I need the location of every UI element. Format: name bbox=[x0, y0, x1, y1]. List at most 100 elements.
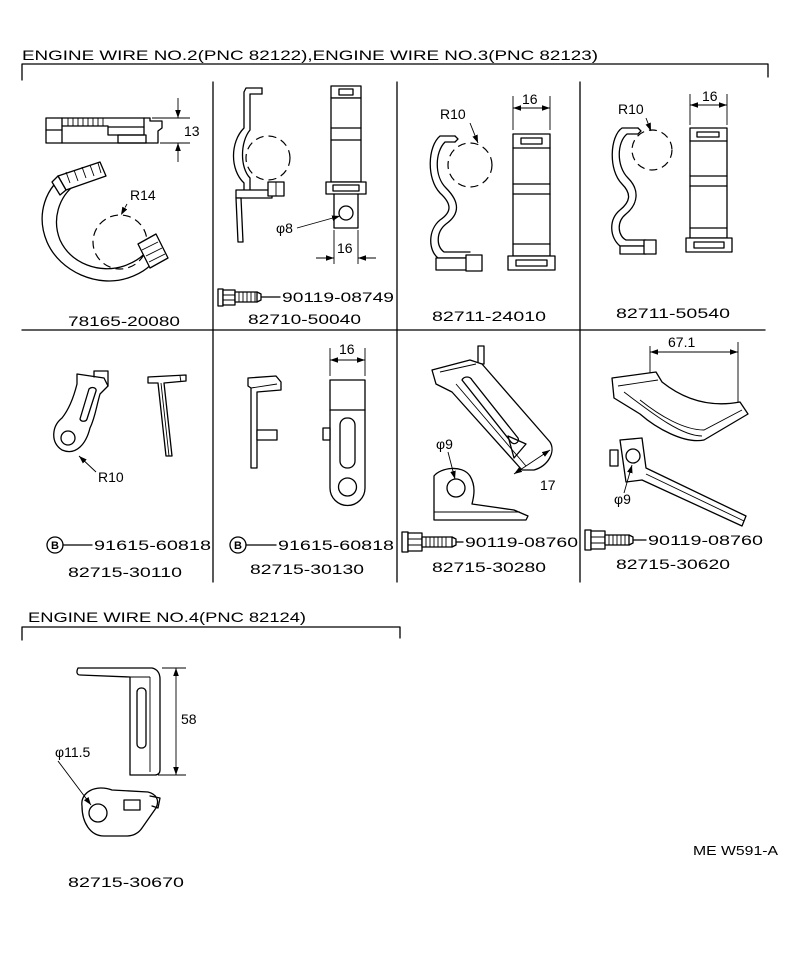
clip-front-lock-inner bbox=[332, 184, 360, 192]
dimension-17: 17 bbox=[513, 449, 556, 493]
dimension-13-extension-lines bbox=[152, 117, 190, 144]
bracket-leg-fold bbox=[645, 473, 745, 522]
dimension-phi8-leader bbox=[296, 215, 341, 229]
bracket-arm bbox=[431, 359, 553, 471]
section-title-engine-wire-4: ENGINE WIRE NO.4(PNC 82124) bbox=[28, 609, 306, 625]
dimension-16-label: 16 bbox=[339, 341, 355, 357]
bracket-front-view bbox=[322, 379, 366, 507]
clip-front-lock bbox=[325, 181, 367, 195]
dimension-phi11-5-label: φ11.5 bbox=[55, 744, 91, 760]
dimension-16: 16 bbox=[512, 91, 551, 130]
bolt-number-label: 90119-08760 bbox=[648, 532, 763, 548]
clip-front-head-slot bbox=[338, 88, 354, 96]
clip-front-lock-inner bbox=[515, 259, 548, 267]
clip-front-view bbox=[685, 127, 733, 253]
clip-base bbox=[235, 189, 273, 199]
bracket-arm-slot bbox=[461, 376, 520, 445]
dimension-r10: R10 bbox=[440, 106, 479, 144]
bracket-side-view bbox=[76, 667, 161, 776]
wire-circle-dashed bbox=[245, 135, 291, 181]
bracket-slot bbox=[136, 687, 147, 749]
dimension-16-label: 16 bbox=[702, 88, 718, 104]
bolt-washer bbox=[217, 288, 224, 307]
screw-symbol-letter: B bbox=[234, 540, 242, 552]
bracket-top-tab bbox=[477, 345, 485, 365]
dimension-16: 16 bbox=[689, 88, 728, 125]
screw-91615-60818: B 91615-60818 bbox=[229, 536, 394, 554]
bracket-side-tab bbox=[609, 449, 619, 467]
dimension-16-label: 16 bbox=[522, 91, 538, 107]
clip-lock-tab bbox=[643, 239, 657, 255]
clip-front-lock-inner bbox=[693, 241, 725, 249]
clamp-band-outer bbox=[41, 171, 161, 282]
dimension-r10-leader bbox=[645, 117, 652, 132]
clip-front-plate bbox=[333, 193, 359, 229]
clip-front-head bbox=[330, 85, 362, 99]
clip-side-view bbox=[611, 127, 673, 255]
dimension-r10: R10 bbox=[78, 455, 124, 485]
bolt-90119-08749: 90119-08749 bbox=[217, 288, 394, 307]
bracket-side-tab bbox=[256, 429, 278, 441]
bolt-head-facets bbox=[223, 294, 235, 301]
clip-front-band-lines bbox=[689, 175, 728, 229]
clip-mount-plate bbox=[235, 197, 244, 243]
section-engine-wire-2-3: ENGINE WIRE NO.2(PNC 82122),ENGINE WIRE … bbox=[21, 47, 769, 583]
part-number-label: 82710-50040 bbox=[248, 311, 361, 327]
dimension-r14-label: R14 bbox=[130, 187, 156, 203]
clip-front-head-slot bbox=[696, 131, 720, 138]
mount-hole bbox=[338, 205, 354, 221]
part-number-label: 82715-30280 bbox=[432, 559, 546, 575]
dimension-13: 13 bbox=[152, 98, 200, 162]
bracket-channel bbox=[611, 371, 749, 442]
part-82715-30280: φ9 17 90119-08760 82715-30280 bbox=[401, 345, 578, 575]
bracket-slot bbox=[339, 417, 356, 469]
bracket-side-outline bbox=[247, 375, 282, 469]
clip-strip-outer bbox=[611, 127, 647, 247]
clip-hook-end bbox=[454, 135, 459, 143]
clamp-teeth-right-serrations bbox=[141, 241, 166, 263]
screw-number-label: 91615-60818 bbox=[278, 537, 394, 553]
diagram-id: ME W591-A bbox=[693, 843, 778, 858]
bracket-tab bbox=[123, 799, 141, 811]
clamp-ring-view bbox=[41, 161, 169, 282]
bolt-90119-08760: 90119-08760 bbox=[401, 531, 578, 553]
bolt-head bbox=[590, 530, 606, 550]
clip-front-view bbox=[325, 85, 367, 229]
bracket-bent-tab bbox=[149, 795, 161, 809]
screw-symbol-letter: B bbox=[51, 540, 59, 552]
clip-strip-inner bbox=[241, 93, 263, 191]
bolt-head bbox=[222, 289, 236, 306]
bolt-head bbox=[407, 532, 423, 552]
clip-front-lock bbox=[685, 237, 733, 253]
bracket-side-view bbox=[147, 374, 187, 457]
dimension-16: 16 bbox=[316, 230, 376, 264]
clip-front-band-lines bbox=[512, 183, 551, 245]
clip-front-lock bbox=[507, 255, 556, 271]
clip-base bbox=[619, 245, 647, 255]
part-82710-50040: φ8 16 90119-08749 82710-50040 bbox=[217, 85, 394, 327]
bracket-side-outline bbox=[147, 374, 187, 457]
dimension-phi9-label: φ9 bbox=[436, 436, 453, 452]
part-number-label: 82711-24010 bbox=[432, 308, 546, 324]
bracket-side-notch bbox=[179, 375, 182, 383]
bolt-washer bbox=[401, 531, 409, 553]
part-82711-24010: R10 16 82711-24010 bbox=[429, 91, 556, 324]
bracket-side-fold bbox=[160, 382, 170, 457]
dimension-16: 16 bbox=[329, 341, 366, 376]
dimension-phi9: φ9 bbox=[436, 436, 456, 480]
bolt-head-facets bbox=[591, 536, 605, 544]
dimension-58-label: 58 bbox=[181, 711, 197, 727]
dimension-phi9-leader bbox=[447, 451, 456, 480]
part-number-label: 82715-30110 bbox=[68, 564, 182, 580]
bolt-washer bbox=[584, 529, 592, 551]
part-82715-30130: 16 B 91615-60818 82715-30130 bbox=[229, 341, 394, 577]
bracket-side-view bbox=[247, 375, 282, 469]
bracket-side-fold bbox=[250, 383, 278, 389]
dimension-r10-label: R10 bbox=[98, 469, 124, 485]
clip-front-body bbox=[512, 133, 551, 257]
bolt-number-label: 90119-08749 bbox=[282, 289, 394, 305]
part-number-label: 82715-30620 bbox=[616, 556, 730, 572]
dimension-phi8: φ8 bbox=[276, 215, 341, 236]
wire-circle-dashed bbox=[631, 129, 673, 171]
